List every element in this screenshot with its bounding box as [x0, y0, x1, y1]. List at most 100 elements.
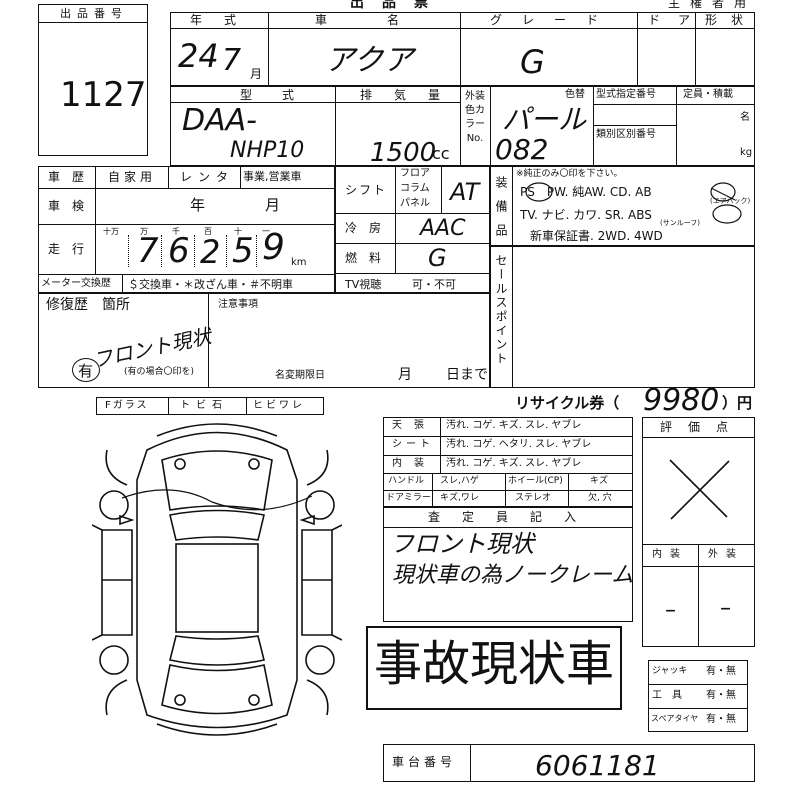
- airbag-note: (エアバック): [710, 197, 751, 205]
- car-diagram: [92, 423, 342, 736]
- ac-label: 冷房: [345, 221, 394, 235]
- stereo-options: 欠, 穴: [588, 493, 612, 503]
- meter-label: メーター交換歴: [41, 278, 111, 289]
- model-label: 型式: [240, 88, 325, 102]
- tool-tool-options: 有・無: [706, 690, 736, 701]
- shift-option-column: コラム: [400, 183, 430, 194]
- digit-unit-10k: 万: [140, 227, 148, 236]
- car-name-label: 車名: [315, 13, 460, 27]
- interior-row-trim-options: 汚れ. コゲ. キズ. スレ. ヤブレ: [446, 458, 582, 469]
- chassis-box: [383, 744, 755, 782]
- row2-box: [170, 86, 755, 166]
- inspection-label: 車検: [48, 199, 97, 213]
- displacement-value: 1500: [370, 138, 437, 168]
- shift-option-floor: フロア: [400, 168, 430, 179]
- accident-stamp-box: [366, 626, 622, 710]
- capacity-label: 定員・積載: [683, 89, 733, 100]
- lot-label: 出品番号: [60, 7, 128, 20]
- year-label: 年式: [190, 13, 259, 27]
- lot-box: [38, 4, 148, 156]
- name-change-label: 名変期限日: [275, 370, 325, 381]
- digit-unit-100: 百: [204, 227, 212, 236]
- month-unit: 月: [250, 67, 263, 81]
- repair-note: (有の場合〇印を): [124, 367, 195, 377]
- inspection-month: 月: [265, 196, 281, 214]
- interior-row-trim-label: 内装: [392, 458, 436, 469]
- model-value-2: NHP10: [230, 138, 305, 163]
- inspector-box: [383, 507, 633, 622]
- digit-unit-100k: 十万: [103, 227, 119, 236]
- mileage-digit-2: 6: [168, 231, 190, 271]
- row1-box: [170, 12, 755, 86]
- model-value-1: DAA-: [182, 103, 257, 138]
- ac-value: AAC: [420, 216, 466, 241]
- mileage-digit-5: 9: [262, 227, 285, 268]
- tool-jack-label: ジャッキ: [652, 666, 688, 676]
- fuel-label: 燃料: [345, 251, 394, 265]
- history-label: 車歴: [48, 170, 97, 184]
- shift-value: AT: [450, 178, 480, 206]
- history-option-business: 事業,営業車: [243, 170, 302, 183]
- tv-label: TV視聴: [345, 278, 382, 291]
- glass-label-chip: トビ石: [180, 400, 228, 411]
- interior-box: [383, 417, 633, 507]
- wheel-label: ホイール(CP): [508, 476, 563, 486]
- score-exterior-label: 外装: [708, 549, 744, 560]
- glass-box: [96, 397, 324, 415]
- owner-label: 主権者用: [668, 0, 757, 10]
- capacity-unit: 名: [740, 112, 750, 123]
- equipment-label: 装備品: [494, 176, 508, 248]
- handle-label: ハンドル: [388, 476, 425, 486]
- history-option-private: 自家用: [108, 170, 157, 184]
- equipment-line-3: 新車保証書. 2WD. 4WD: [530, 229, 663, 243]
- wheel-options: キズ: [590, 476, 609, 486]
- sales-box: [490, 246, 755, 388]
- lot-number: 1127: [60, 75, 147, 115]
- equipment-box: [490, 166, 755, 246]
- grade-value: G: [520, 43, 545, 81]
- color-no: 082: [495, 133, 549, 166]
- tool-spare-label: スペアタイヤ: [651, 714, 699, 723]
- tool-spare-options: 有・無: [706, 714, 736, 725]
- score-cross-mark: [669, 459, 730, 520]
- tool-tool-label: 工具: [652, 690, 692, 701]
- score-label: 評価点: [660, 420, 745, 434]
- equipment-note: ※純正のみ〇印を下さい。: [516, 169, 623, 179]
- color-value: パール: [502, 103, 587, 136]
- year-value: 24: [178, 37, 219, 75]
- inspector-label: 査定員記入: [428, 510, 599, 524]
- chassis-value: 6061181: [535, 749, 660, 782]
- recycle-value: 9980: [643, 383, 720, 418]
- mirror-options: キズ,ワレ: [440, 493, 479, 503]
- recycle-label: リサイクル券（: [515, 394, 620, 412]
- load-unit: kg: [740, 147, 753, 158]
- mileage-unit: km: [291, 257, 307, 268]
- glass-label-crack: ヒビワレ: [253, 400, 305, 411]
- color-label: 外装色カラーNo.: [465, 91, 485, 144]
- interior-row-seat-label: シート: [392, 439, 434, 450]
- inspector-line-1: フロント現状: [390, 530, 534, 558]
- shift-option-panel: パネル: [400, 198, 430, 209]
- inspection-year: 年: [190, 196, 206, 214]
- class-label: 類別区別番号: [596, 129, 656, 140]
- car-name-value: アクア: [325, 43, 414, 78]
- digit-unit-1k: 千: [172, 227, 180, 236]
- interior-row-seat-options: 汚れ. コゲ. ヘタリ. スレ. ヤブレ: [446, 439, 592, 450]
- glass-label-front: Fガラス: [105, 400, 149, 411]
- sheet-title: 出品票: [350, 0, 446, 11]
- shift-label: シフト: [345, 183, 388, 197]
- type-cert-label: 型式指定番号: [596, 89, 656, 100]
- score-interior-value: –: [665, 598, 676, 623]
- digit-unit-10: 十: [234, 227, 242, 236]
- interior-row-ceiling-options: 汚れ. コゲ. キズ. スレ. ヤブレ: [446, 420, 582, 431]
- mileage-label: 走行: [48, 242, 97, 256]
- equipment-circles: [525, 182, 742, 224]
- mileage-digit-4: 5: [232, 231, 254, 271]
- name-change-day: 日まで: [446, 367, 488, 383]
- history-option-rental: レンタ: [180, 170, 235, 184]
- recycle-unit: ）円: [722, 394, 753, 412]
- mileage-digit-3: 2: [200, 233, 221, 271]
- repair-box: [38, 293, 490, 388]
- mileage-digit-1: 7: [137, 231, 159, 271]
- grade-label: グレード: [490, 13, 619, 27]
